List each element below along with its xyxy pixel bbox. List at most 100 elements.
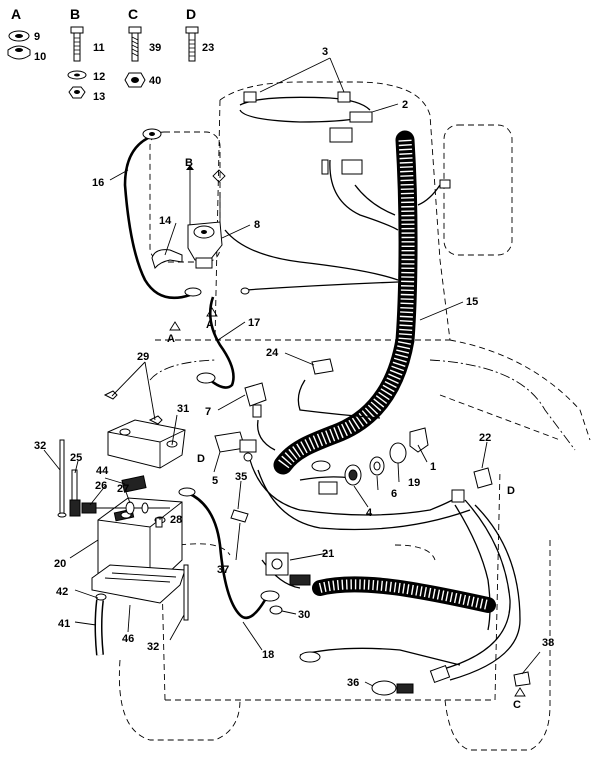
part-label: 6 [391,488,397,500]
bolt-icon [185,26,199,62]
svg-text:C: C [513,699,521,711]
part-label: 31 [177,403,189,415]
part-label: 20 [54,558,66,570]
svg-text:A: A [167,333,175,345]
part-label: 14 [159,215,172,227]
key-35 [230,509,249,523]
part-label: 8 [254,219,260,231]
key-b-bottom: 13 [93,91,105,103]
callout-a-left: A [167,321,181,345]
part-label: 36 [347,677,359,689]
svg-text:D: D [507,485,515,497]
bolt-25 [69,469,81,517]
part-label: 42 [56,586,68,598]
part-label: 38 [542,637,554,649]
connector-top [243,91,373,175]
battery-tray [91,564,186,604]
callout-c-top [212,169,226,183]
long-bolt-32-right [183,564,189,621]
key-b-top: 11 [93,42,105,54]
part-label: 26 [95,480,107,492]
ground-cable-18 [178,487,280,620]
key-letter-b: B [70,6,80,22]
leader-lines [43,57,541,687]
wiring-harness [224,96,521,681]
callout-d-left: D [197,453,205,465]
screw-icon [128,26,142,62]
key-c-top: 39 [149,42,161,54]
callout-d-right: D [507,485,515,497]
key-b-mid: 12 [93,71,105,83]
callout-c: C [513,687,526,711]
ignition-switch [244,382,267,418]
part-label: 24 [266,347,279,359]
starter-solenoid [186,165,223,269]
terminal-hardware [81,501,170,528]
svg-text:B: B [185,157,193,169]
battery-holddown [107,419,186,493]
battery-cable-16 [123,128,202,300]
wire-conduit-main [273,130,418,475]
part-label: 44 [96,465,109,477]
solenoid-21 [265,552,311,586]
battery-cable-17 [196,296,235,389]
part-label: 32 [147,641,159,653]
chassis-outline [118,81,591,751]
connector-24 [311,358,334,375]
connector-36 [371,664,451,696]
part-label: 35 [235,471,247,483]
wing-nut-icon [103,390,163,425]
part-label: 18 [262,649,274,661]
part-label: 32 [34,440,46,452]
switch-4 [344,464,362,486]
washer-30 [269,605,283,615]
part-label: 28 [170,514,182,526]
bracket-22 [473,467,493,489]
key-letter-a: A [11,6,21,22]
connector-mid [240,179,465,663]
part-label: 29 [137,351,149,363]
key-letter-c: C [128,6,138,22]
part-label: 46 [122,633,134,645]
part-label: 7 [205,406,211,418]
terminal-38 [513,671,531,687]
part-label: 30 [298,609,310,621]
part-label: 19 [408,477,420,489]
part-label: 15 [466,296,478,308]
part-label: 17 [248,317,260,329]
part-label: 2 [402,99,408,111]
lock-washer-icon [7,45,31,60]
part-label: 37 [217,564,229,576]
relay-5 [214,431,257,462]
part-label: 16 [92,177,104,189]
bracket-14 [151,249,183,270]
light-19 [389,442,407,464]
key-c-bottom: 40 [149,75,161,87]
bracket-1 [409,427,429,453]
drain-hose [94,593,107,656]
switch-6 [369,456,385,476]
part-label: 41 [58,618,70,630]
hardware-key: A 9 10 B 11 12 13 C 39 40 D [7,6,214,103]
key-a-top: 9 [34,31,40,43]
callout-a-right: A [206,307,218,331]
part-label: 5 [212,475,218,487]
long-bolt-32-left [57,439,67,518]
wire-conduit-lower [312,576,496,613]
svg-text:A: A [206,319,214,331]
callout-b: B [185,157,193,169]
part-label: 4 [366,507,373,519]
key-d-top: 23 [202,42,214,54]
part-label: 27 [117,483,129,495]
part-label: 25 [70,452,82,464]
key-a-bottom: 10 [34,51,46,63]
part-label: 3 [322,46,328,58]
part-label: 21 [322,548,334,560]
bolt-icon [70,26,84,62]
part-label: 22 [479,432,491,444]
part-label: 1 [430,461,436,473]
svg-text:D: D [197,453,205,465]
part-labels: 3 2 16 8 14 15 17 24 29 7 31 32 25 44 26… [34,46,554,689]
key-letter-d: D [186,6,196,22]
